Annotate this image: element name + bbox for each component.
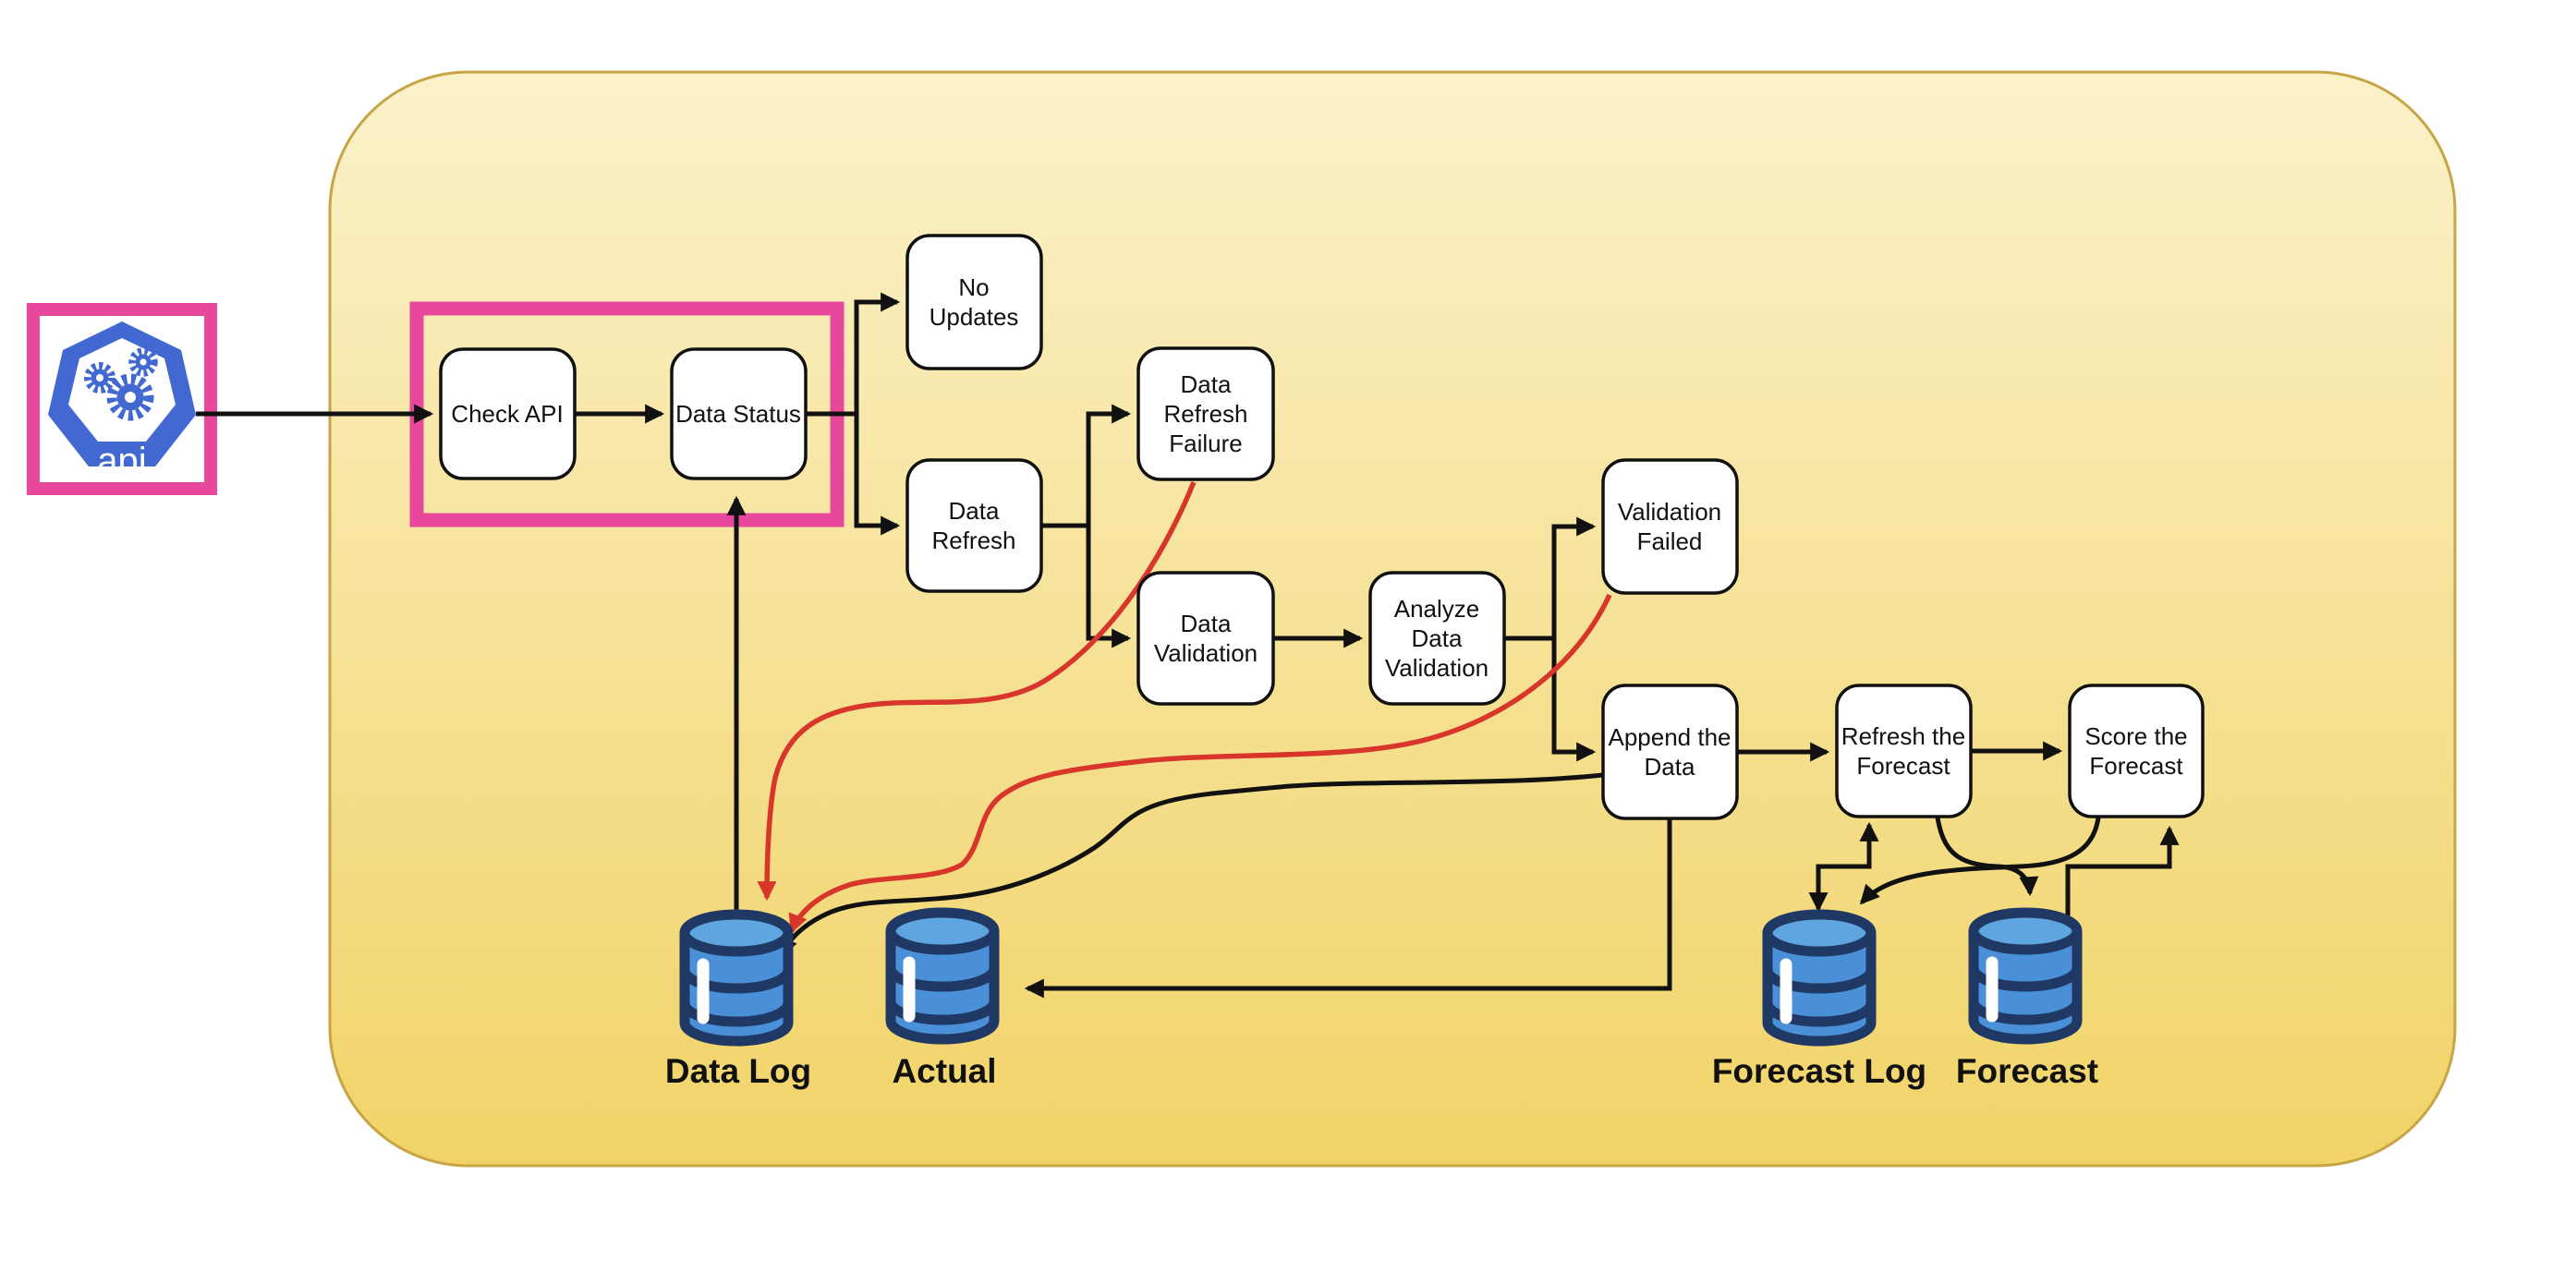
node-check-api: Check API <box>439 347 577 480</box>
node-box <box>1601 458 1739 595</box>
node-box <box>1368 571 1506 706</box>
edge-analyze-to-validation-failed <box>1504 516 1597 641</box>
api-source: api <box>27 303 217 495</box>
node-box <box>1136 571 1275 706</box>
api-label: api <box>97 441 146 481</box>
edge-append-to-data-log <box>779 772 1604 958</box>
database-label: Forecast <box>1956 1052 2098 1090</box>
database-label: Forecast Log <box>1712 1052 1926 1090</box>
edge-refresh-forecast-forecast-log-bidirectional <box>1808 821 1879 913</box>
edge-validation-failed-to-data-log <box>788 593 1612 934</box>
node-box <box>905 458 1043 593</box>
edges-black <box>196 292 2180 999</box>
database-forecast-log: Forecast Log <box>1712 915 1926 1090</box>
database-icon <box>1768 915 1871 1041</box>
node-label: Data Status <box>675 400 801 428</box>
node-box <box>439 347 577 480</box>
edge-data-refresh-to-refresh-failure <box>1041 404 1132 528</box>
node-box <box>1601 684 1739 820</box>
node-box <box>905 234 1043 370</box>
node-data-status: Data Status <box>670 347 808 480</box>
edges-red <box>757 480 1612 934</box>
node-label: Check API <box>451 400 563 428</box>
database-label: Data Log <box>665 1052 811 1090</box>
database-icon <box>685 915 788 1041</box>
database-icon <box>1974 913 2077 1039</box>
edge-refresh-failure-to-data-log <box>757 480 1197 902</box>
edge-data-refresh-to-data-validation <box>1086 526 1132 648</box>
database-icon <box>891 913 994 1039</box>
edge-analyze-to-append-data <box>1551 638 1597 762</box>
edge-forecast-to-score-forecast <box>2065 825 2180 918</box>
database-data-log: Data Log <box>665 915 811 1090</box>
database-actual: Actual <box>891 913 997 1090</box>
node-box <box>2068 684 2205 818</box>
edge-score-forecast-to-forecast-log <box>1859 817 2101 905</box>
database-label: Actual <box>892 1052 996 1090</box>
database-forecast: Forecast <box>1956 913 2098 1090</box>
kubernetes-api-icon: api <box>48 321 196 481</box>
node-box <box>670 347 808 480</box>
edge-data-status-to-data-refresh <box>854 414 901 536</box>
node-box <box>1136 346 1275 481</box>
gears-icon <box>84 347 158 421</box>
edge-append-to-actual <box>1024 818 1672 999</box>
edge-data-status-to-no-updates <box>806 292 901 417</box>
node-box <box>1835 684 1973 818</box>
